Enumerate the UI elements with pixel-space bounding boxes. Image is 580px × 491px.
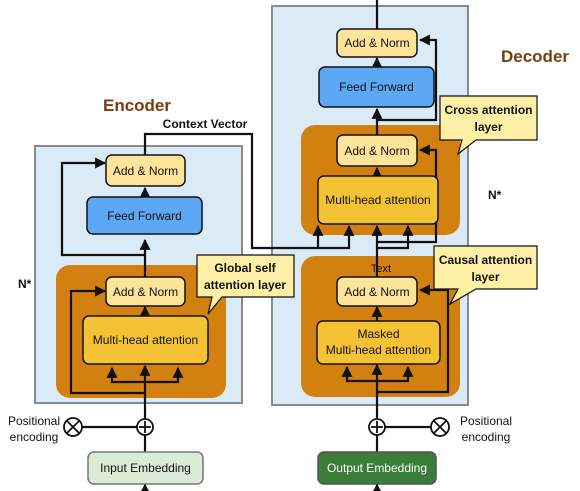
decoder-title: Decoder	[501, 47, 569, 66]
decoder-cross-callout-line2: layer	[474, 120, 502, 134]
decoder-masked-attention-line2: Multi-head attention	[326, 343, 431, 357]
decoder-causal-attention-callout	[433, 245, 538, 306]
decoder-cross-attention-callout	[439, 95, 538, 156]
encoder-add-norm-attn-label: Add & Norm	[113, 285, 178, 299]
decoder-feed-forward-block	[318, 66, 435, 108]
encoder-title: Encoder	[103, 96, 171, 115]
encoder-multi-head-attention-block	[82, 315, 209, 365]
decoder-causal-callout-line1: Causal attention	[439, 253, 532, 267]
decoder-positional-line2: encoding	[462, 430, 511, 444]
decoder-add-circle-icon	[368, 418, 386, 436]
decoder-cross-attention-block	[317, 175, 439, 225]
decoder-positional-line1: Positional	[460, 414, 512, 428]
encoder-input-arrow-icon	[141, 484, 149, 491]
decoder-add-norm-top	[336, 28, 418, 58]
encoder-positional-multiply-icon	[63, 417, 83, 437]
decoder-repeat-label: N*	[488, 188, 502, 202]
input-embedding-label: Input Embedding	[100, 461, 191, 475]
decoder-text-label: Text	[371, 263, 391, 275]
decoder-positional-multiply-icon	[430, 417, 450, 437]
encoder-add-norm-top	[105, 154, 186, 187]
decoder-masked-add-norm	[336, 276, 418, 307]
encoder-add-norm-top-label: Add & Norm	[113, 164, 178, 178]
encoder-add-circle-icon	[136, 418, 154, 436]
decoder-feed-forward-label: Feed Forward	[339, 80, 414, 94]
encoder-global-attention-callout	[196, 254, 295, 315]
decoder-masked-attention-block	[316, 320, 441, 365]
decoder-cross-attention-label: Multi-head attention	[325, 193, 430, 207]
encoder-positional-line2: encoding	[10, 430, 59, 444]
encoder-multi-head-attention-label: Multi-head attention	[93, 333, 198, 347]
decoder-masked-attention-line1: Masked	[357, 327, 399, 341]
decoder-cross-callout-line1: Cross attention	[444, 103, 532, 117]
decoder-masked-add-norm-label: Add & Norm	[344, 285, 409, 299]
context-vector-label: Context Vector	[163, 117, 248, 131]
encoder-positional-line1: Positional	[8, 414, 60, 428]
decoder-input-arrow-icon	[373, 484, 381, 491]
decoder-cross-add-norm	[336, 134, 418, 167]
decoder-cross-add-norm-label: Add & Norm	[344, 144, 409, 158]
output-embedding-label: Output Embedding	[327, 461, 427, 475]
decoder-add-norm-top-label: Add & Norm	[344, 36, 409, 50]
encoder-add-norm-attn	[105, 276, 186, 307]
encoder-feed-forward-label: Feed Forward	[107, 209, 182, 223]
decoder-causal-callout-line2: layer	[471, 270, 499, 284]
encoder-repeat-label: N*	[18, 277, 32, 291]
encoder-callout-line2: attention layer	[204, 278, 286, 292]
input-embedding-block	[87, 451, 204, 485]
encoder-feed-forward-block	[86, 196, 203, 235]
encoder-callout-line1: Global self	[214, 261, 276, 275]
